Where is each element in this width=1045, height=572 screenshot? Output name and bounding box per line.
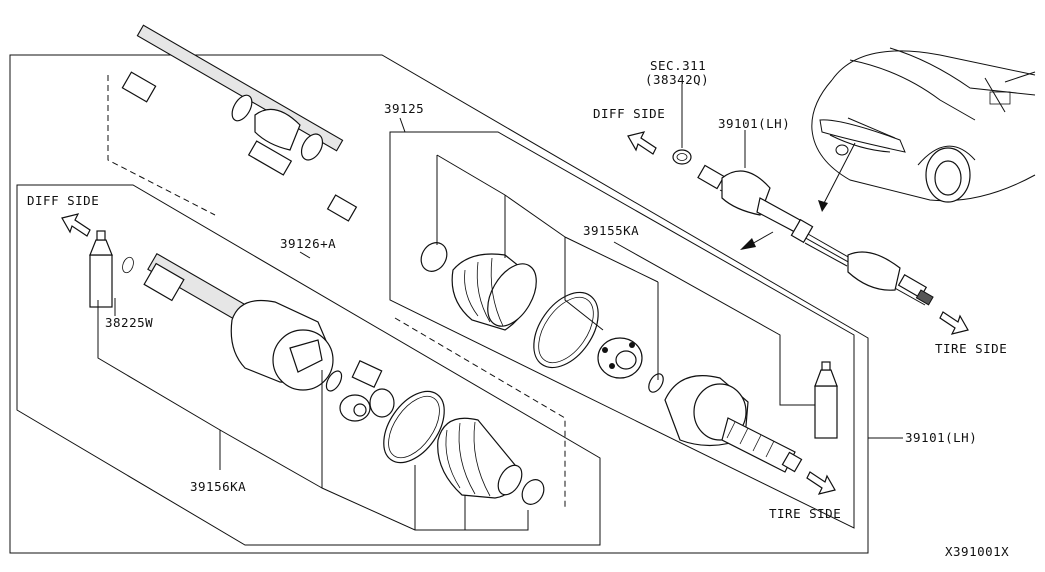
- diff-side-arrow-right: [627, 131, 657, 155]
- leader-lines: [97, 117, 903, 531]
- seal-ring-inner: [676, 153, 688, 161]
- label-sec311-part: (38342Q): [645, 72, 709, 87]
- vehicle-pointer: [821, 142, 856, 208]
- outer-cv-joint: [664, 375, 803, 473]
- label-39156ka: 39156KA: [190, 479, 246, 494]
- outer-frame: [9, 54, 869, 554]
- label-39155ka: 39155KA: [583, 223, 639, 238]
- inner-boot: [437, 417, 523, 499]
- inner-housing: [230, 299, 334, 391]
- right-subassembly-frame: [389, 131, 855, 529]
- tire-side-arrow-bottom: [806, 471, 836, 495]
- label-diff-side-right: DIFF SIDE: [593, 106, 665, 121]
- boot-band-large: [533, 291, 599, 369]
- grease-tube-right: [814, 361, 838, 439]
- inner-boot-band-small: [521, 479, 545, 505]
- tripod-joint: [339, 359, 395, 422]
- label-38225w: 38225W: [105, 315, 153, 330]
- label-tire-side-right: TIRE SIDE: [935, 341, 1007, 356]
- label-sec311: SEC.311: [650, 58, 706, 73]
- boot-band-small: [420, 242, 448, 272]
- cv-joint-cage: [597, 337, 643, 379]
- tire-side-arrow-right: [939, 311, 969, 335]
- inner-snap-ring: [325, 370, 343, 392]
- inner-boot-band-large: [383, 390, 445, 464]
- diff-side-arrow-left: [61, 213, 91, 237]
- label-39126a: 39126+A: [280, 236, 336, 251]
- vehicle-outline: [811, 47, 1036, 203]
- label-39125: 39125: [384, 101, 424, 116]
- label-diagram-id: X391001X: [945, 544, 1009, 559]
- left-subassembly-frame: [16, 184, 601, 546]
- dashed-frame-inner: [394, 317, 566, 510]
- label-diff-side-left: DIFF SIDE: [27, 193, 99, 208]
- dashed-frame-top: [107, 75, 216, 216]
- seal-ring: [672, 149, 692, 165]
- o-ring: [122, 256, 134, 274]
- label-39101-top: 39101(LH): [718, 116, 790, 131]
- label-39101-right: 39101(LH): [905, 430, 977, 445]
- outer-boot: [451, 253, 537, 331]
- direction-arrow-head: [740, 238, 756, 250]
- bare-shaft-top-left: [121, 24, 358, 222]
- vehicle-pointer-head: [818, 200, 828, 212]
- grease-tube-left: [89, 230, 113, 308]
- snap-ring: [648, 373, 664, 393]
- drive-shaft-assembly-top: [697, 164, 934, 306]
- label-tire-side-bottom: TIRE SIDE: [769, 506, 841, 521]
